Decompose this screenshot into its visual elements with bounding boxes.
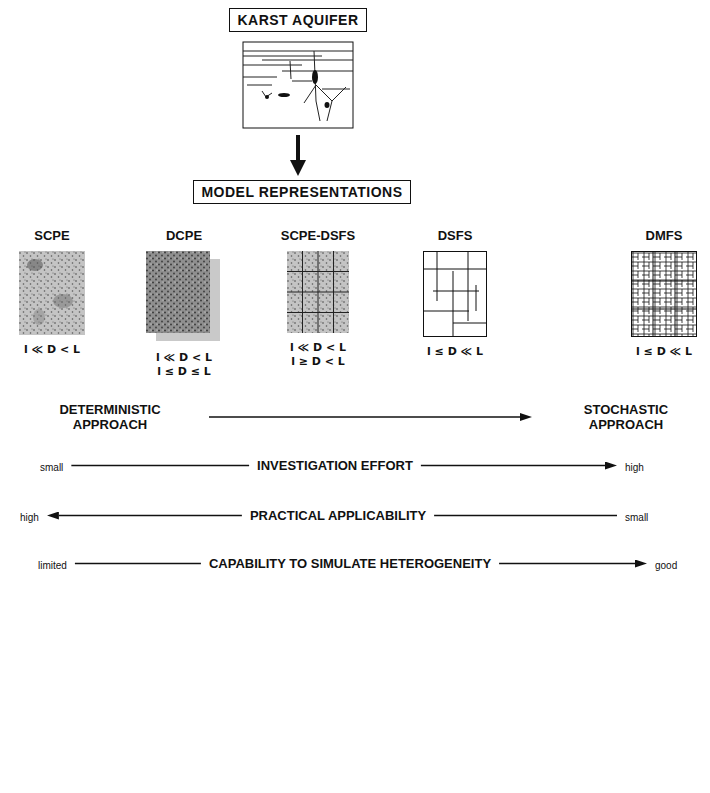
model-panel: DSFS l ≤ D ≪ L <box>423 228 487 359</box>
scale-label: CAPABILITY TO SIMULATE HETEROGENEITY <box>209 556 491 571</box>
scale-end-label: high <box>625 460 644 475</box>
formula-group: l ≤ D ≪ L <box>636 345 692 359</box>
scale-arrow <box>499 563 635 565</box>
formula-group: l ≤ D ≪ L <box>427 345 483 359</box>
formula-group: l ≪ D < L <box>24 343 80 357</box>
scale-relation: l ≤ D ≪ L <box>427 345 483 359</box>
multiple-fracture-square <box>631 251 697 337</box>
formula-group: l ≪ D < Ll ≥ D < L <box>290 341 346 369</box>
scale-relation: l ≪ D < L <box>24 343 80 357</box>
scale-line <box>71 465 249 467</box>
model-panel: SCPE l ≪ D < L <box>19 228 85 357</box>
single-continuum-square <box>19 251 85 335</box>
continuum-with-fractures-square <box>287 251 349 333</box>
flow-arrow <box>296 135 300 160</box>
scale-line <box>75 563 201 565</box>
model-panel: SCPE-DSFS l ≪ D < Ll ≥ D < L <box>281 228 355 369</box>
scale-end-label: limited <box>38 558 67 573</box>
formula-group: l ≪ D < Ll ≤ D ≤ L <box>156 351 212 379</box>
scale-arrow <box>421 465 605 467</box>
scale-relation: l ≪ D < L <box>290 341 346 355</box>
scale-relation: l ≪ D < L <box>156 351 212 365</box>
model-panel: DCPE l ≪ D < Ll ≤ D ≤ L <box>146 228 222 379</box>
scale-end-label: good <box>655 558 677 573</box>
scale-label: STOCHASTIC APPROACH <box>566 402 686 432</box>
scale-arrow <box>209 416 520 418</box>
scale-end-label: small <box>40 460 63 475</box>
scale-end-label: high <box>20 510 39 525</box>
aquifer-block: KARST AQUIFER <box>229 8 366 129</box>
title-text: KARST AQUIFER <box>229 8 366 32</box>
model-name: DCPE <box>166 228 202 243</box>
model-panel: DMFS l ≤ D ≪ L <box>631 228 697 359</box>
heading-box: MODEL REPRESENTATIONS <box>193 180 410 204</box>
scale-end-label: small <box>625 510 648 525</box>
model-name: DSFS <box>438 228 473 243</box>
karst-aquifer-sketch <box>242 41 354 129</box>
model-name: SCPE <box>34 228 69 243</box>
scale-relation: l ≤ D ≪ L <box>636 345 692 359</box>
heading-text: MODEL REPRESENTATIONS <box>201 184 402 200</box>
scale-relation: l ≥ D < L <box>291 355 345 369</box>
scale-line <box>434 515 617 517</box>
discrete-fracture-square <box>423 251 487 337</box>
scale-label: PRACTICAL APPLICABILITY <box>250 508 426 523</box>
scale-arrow <box>59 515 242 517</box>
double-continuum-squares <box>146 251 222 343</box>
scale-label: DETERMINISTIC APPROACH <box>45 402 175 432</box>
model-name: SCPE-DSFS <box>281 228 355 243</box>
scale-label: INVESTIGATION EFFORT <box>257 458 413 473</box>
model-name: DMFS <box>646 228 683 243</box>
scale-relation: l ≤ D ≤ L <box>157 365 211 379</box>
